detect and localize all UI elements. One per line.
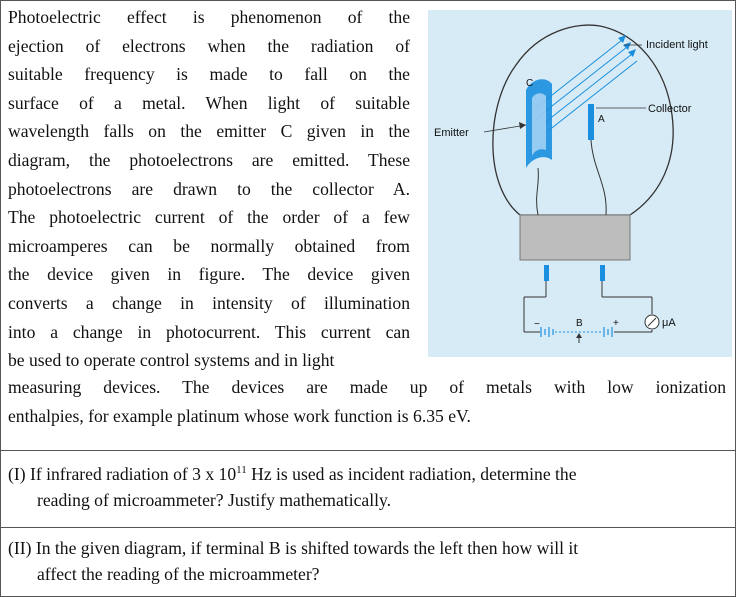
divider [0,450,736,451]
light-arrowheads [618,35,636,57]
passage-left-column: Photoelectric effect is phenomenon of th… [8,3,410,375]
passage-line: be used to operate control systems and i… [8,350,335,371]
passage-line: enthalpies, for example platinum whose w… [8,405,471,426]
question-2: (II) In the given diagram, if terminal B… [8,535,728,587]
passage-line: Photoelectric effect is phenomenon of th… [8,7,410,27]
emitter-label: Emitter [434,127,469,139]
passage-full-width: measuring devices. The devices are made … [8,373,726,430]
photocell-diagram: Incident light C A Collector Emitter [434,24,708,343]
pin-left [544,265,549,281]
microammeter-label: μA [662,317,676,329]
question-2-line-2: affect the reading of the microammeter? [37,564,320,584]
battery [540,327,613,337]
passage-line: ejection of electrons when the radiation… [8,35,410,56]
passage-line: diagram, the photoelectrons are emitted.… [8,149,410,170]
pin-right [600,265,605,281]
divider [0,527,736,528]
passage-line: measuring devices. The devices are made … [8,377,726,397]
passage-line: wavelength falls on the emitter C given … [8,121,410,142]
battery-minus: − [534,319,540,330]
question-1-line-2: reading of microammeter? Justify mathema… [37,489,392,510]
emitter-c-label: C [526,78,533,89]
collector-rod [588,104,594,140]
glass-bulb [492,24,674,216]
question-1: (I) If infrared radiation of 3 x 1011 Hz… [8,457,728,513]
battery-plus: + [613,318,619,329]
passage-line: suitable frequency is made to fall on th… [8,64,410,85]
passage-line: The photoelectric current of the order o… [8,207,410,228]
question-1-line-1: (I) If infrared radiation of 3 x 1011 Hz… [8,463,577,484]
collector-a-label: A [598,114,605,125]
photocell-figure: Incident light C A Collector Emitter [428,10,732,357]
collector-label: Collector [648,103,692,115]
incident-light-label: Incident light [646,39,708,51]
passage-line: into a change in photocurrent. This curr… [8,321,410,342]
question-2-line-1: (II) In the given diagram, if terminal B… [8,538,579,558]
passage-line: microamperes can be normally obtained fr… [8,235,410,256]
passage-line: photoelectrons are drawn to the collecto… [8,178,410,199]
tube-base [519,214,631,261]
passage-line: the device given in figure. The device g… [8,264,410,285]
terminal-b-label: B [576,318,583,329]
passage-line: surface of a metal. When light of suitab… [8,92,410,113]
passage-line: converts a change in intensity of illumi… [8,292,410,313]
